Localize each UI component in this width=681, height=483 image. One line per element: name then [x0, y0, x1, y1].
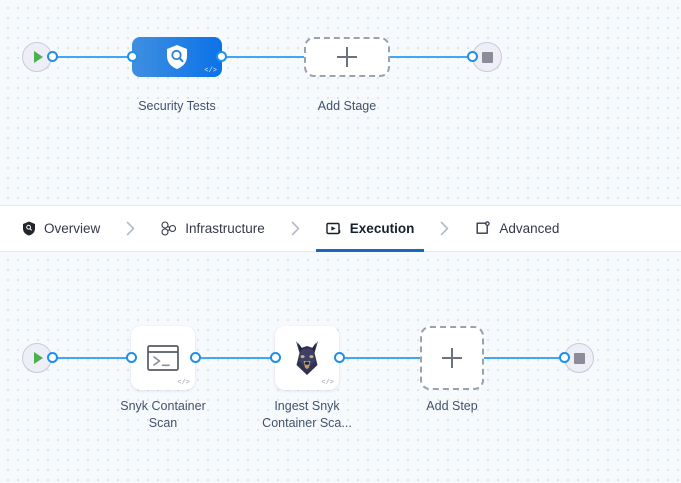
shield-search-icon	[167, 45, 187, 69]
step1-label-line1: Snyk Container	[120, 399, 206, 413]
stage-label-security-tests: Security Tests	[138, 99, 216, 113]
edge-start-to-step1	[52, 357, 134, 359]
stop-icon	[481, 51, 493, 63]
plus-icon	[442, 348, 462, 368]
tab-execution-label: Execution	[349, 221, 415, 236]
play-icon	[34, 51, 43, 63]
tab-separator-1	[104, 206, 157, 251]
chevron-right-icon	[291, 221, 300, 236]
step1-code-badge: </>	[177, 379, 190, 387]
edge-start-to-stage	[52, 56, 136, 58]
step-node-ingest-snyk-container-scan[interactable]: </>	[275, 326, 339, 390]
settings-box-icon	[475, 221, 491, 236]
edge-step2-to-addstep	[340, 357, 420, 359]
add-stage-label: Add Stage	[317, 99, 377, 113]
step2-output-port[interactable]	[334, 352, 345, 363]
edge-step1-to-step2	[194, 357, 280, 359]
tab-execution[interactable]: Execution	[315, 206, 424, 252]
add-step-label: Add Step	[426, 399, 478, 413]
step2-label: Ingest Snyk Container Sca...	[242, 398, 372, 432]
step1-input-port[interactable]	[126, 352, 137, 363]
tab-infrastructure[interactable]: Infrastructure	[157, 206, 269, 251]
step2-code-badge: </>	[321, 379, 334, 387]
edge-addstep-to-end	[484, 357, 572, 359]
chevron-right-icon	[441, 221, 449, 236]
play-icon	[34, 352, 43, 364]
step2-label-line2: Container Sca...	[262, 416, 352, 430]
stage-config-tabbar[interactable]: Overview Infrastructure	[0, 205, 681, 252]
plus-icon	[337, 47, 357, 67]
tab-advanced[interactable]: Advanced	[471, 206, 563, 251]
add-stage-button[interactable]	[304, 37, 390, 77]
chevron-right-icon	[126, 221, 135, 236]
tab-infrastructure-label: Infrastructure	[185, 221, 265, 236]
step-node-snyk-container-scan[interactable]: </>	[131, 326, 195, 390]
stage-code-badge: </>	[204, 67, 217, 75]
tab-separator-3	[418, 206, 471, 251]
step1-label-line2: Scan	[148, 416, 178, 430]
stop-icon	[573, 352, 585, 364]
stage-node-security-tests[interactable]: </>	[132, 37, 222, 77]
shield-icon	[22, 221, 36, 236]
step1-output-port[interactable]	[190, 352, 201, 363]
pipeline-start-node[interactable]	[22, 42, 52, 72]
exec-end-input-port[interactable]	[559, 352, 570, 363]
doberman-icon	[296, 341, 318, 375]
steps-canvas[interactable]: </> Snyk Container Scan </> Ingest	[0, 252, 681, 483]
start-output-port[interactable]	[47, 51, 58, 62]
edge-addstage-to-end	[388, 56, 480, 58]
nodes-cluster-icon	[161, 221, 177, 236]
edge-stage-to-addstage	[220, 56, 306, 58]
end-input-port[interactable]	[467, 51, 478, 62]
tab-overview-label: Overview	[44, 221, 101, 236]
terminal-icon	[147, 345, 179, 371]
tab-advanced-label: Advanced	[499, 221, 560, 236]
step2-label-line1: Ingest Snyk	[274, 399, 340, 413]
exec-start-output-port[interactable]	[47, 352, 58, 363]
stage-input-port[interactable]	[127, 51, 138, 62]
tab-overview[interactable]: Overview	[18, 206, 104, 251]
play-box-icon	[326, 221, 342, 236]
tab-separator-2	[269, 206, 322, 251]
step1-label: Snyk Container Scan	[98, 398, 228, 432]
add-step-button[interactable]	[420, 326, 484, 390]
stages-canvas[interactable]: </> Security Tests Add Stage	[0, 0, 681, 205]
step2-input-port[interactable]	[270, 352, 281, 363]
stage-output-port[interactable]	[216, 51, 227, 62]
